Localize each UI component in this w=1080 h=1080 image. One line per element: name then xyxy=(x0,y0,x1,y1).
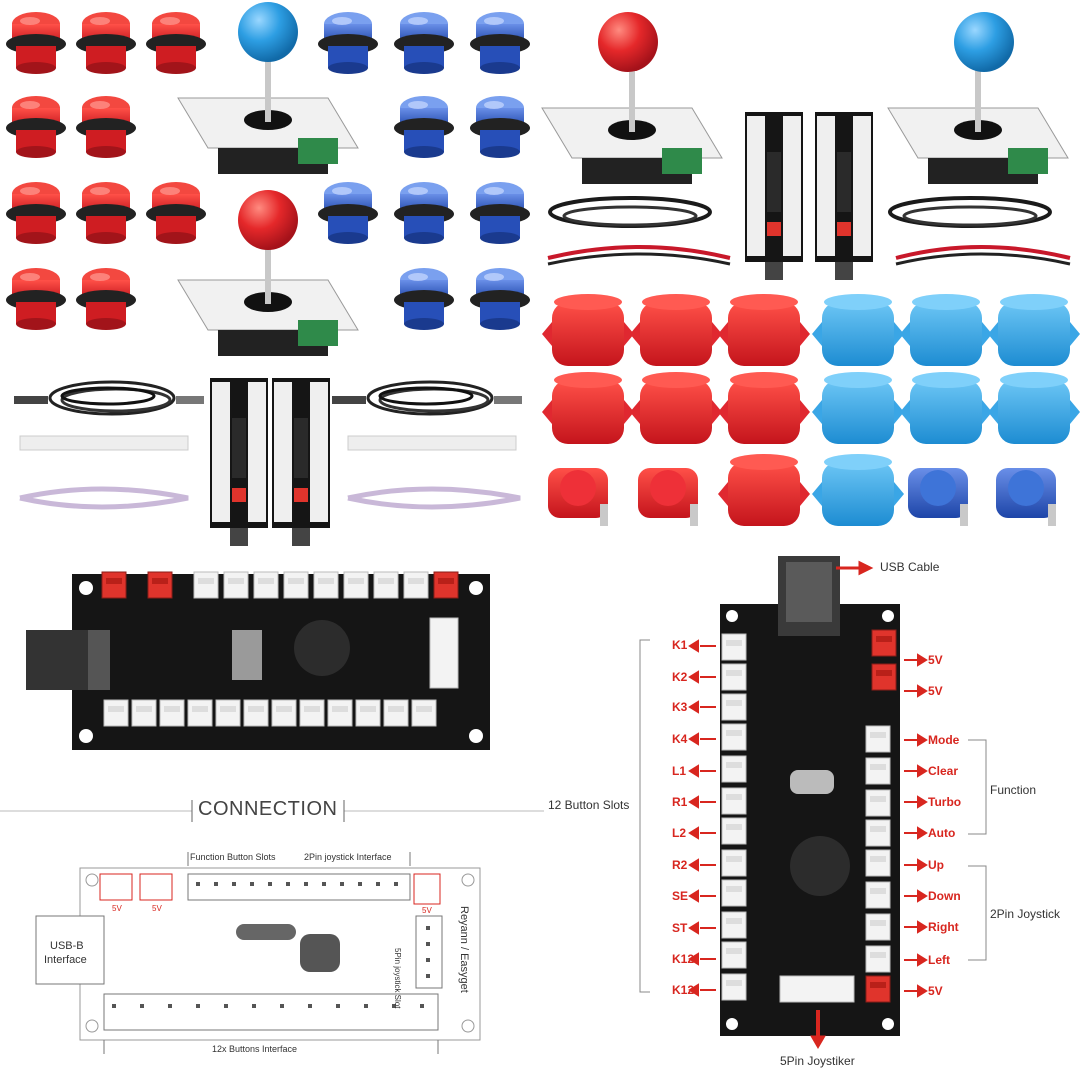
pin-left-k12-b: K12 xyxy=(672,983,695,997)
pin-left-k12-a: K12 xyxy=(672,952,695,966)
schematic-5v-b: 5V xyxy=(152,904,162,913)
joystick-interface-label: 2Pin joystick Interface xyxy=(304,852,392,862)
pin-left-r1: R1 xyxy=(672,795,688,809)
brand-label: Reyann / Easyget xyxy=(458,906,470,993)
side-slot-label: 5Pin joystick Slot xyxy=(393,948,402,1009)
pin-left-st: ST xyxy=(672,921,688,935)
pin-left-r2: R2 xyxy=(672,858,688,872)
pin-right-5v-a: 5V xyxy=(928,653,943,667)
pin-left-se: SE xyxy=(672,889,689,903)
pin-left-k2: K2 xyxy=(672,670,688,684)
connection-title: CONNECTION xyxy=(198,798,338,820)
pin-right-5v-c: 5V xyxy=(928,984,943,998)
function-label: Function xyxy=(990,783,1037,797)
usb-b-label-line2: Interface xyxy=(44,954,87,966)
pin-right-up: Up xyxy=(928,858,944,872)
schematic-board xyxy=(79,867,481,1041)
pin-right-clear: Clear xyxy=(928,764,959,778)
schematic-5v-c: 5V xyxy=(422,906,432,915)
pin-left-k4: K4 xyxy=(672,732,688,746)
pin-right-auto: Auto xyxy=(928,826,956,840)
pin-right-left: Left xyxy=(928,953,950,967)
usb-b-label-line1: USB-B xyxy=(50,940,84,952)
pin-left-l2: L2 xyxy=(672,826,687,840)
usb-cable-label: USB Cable xyxy=(880,560,940,574)
pin-right-turbo: Turbo xyxy=(928,795,962,809)
pin-left-k1: K1 xyxy=(672,638,688,652)
schematic-5v-a: 5V xyxy=(112,904,122,913)
pin-left-k3: K3 xyxy=(672,700,688,714)
pin-left-l1: L1 xyxy=(672,764,687,778)
pin-right-right: Right xyxy=(928,920,959,934)
button-slots-label: 12 Button Slots xyxy=(548,798,630,812)
two-pin-label: 2Pin Joystick xyxy=(990,907,1061,921)
function-slots-label: Function Button Slots xyxy=(190,852,276,862)
five-pin-label: 5Pin Joystiker xyxy=(780,1054,855,1068)
pin-right-5v-b: 5V xyxy=(928,684,943,698)
buttons-interface-label: 12x Buttons Interface xyxy=(212,1044,298,1054)
pin-right-mode: Mode xyxy=(928,733,960,747)
pin-right-down: Down xyxy=(928,889,961,903)
